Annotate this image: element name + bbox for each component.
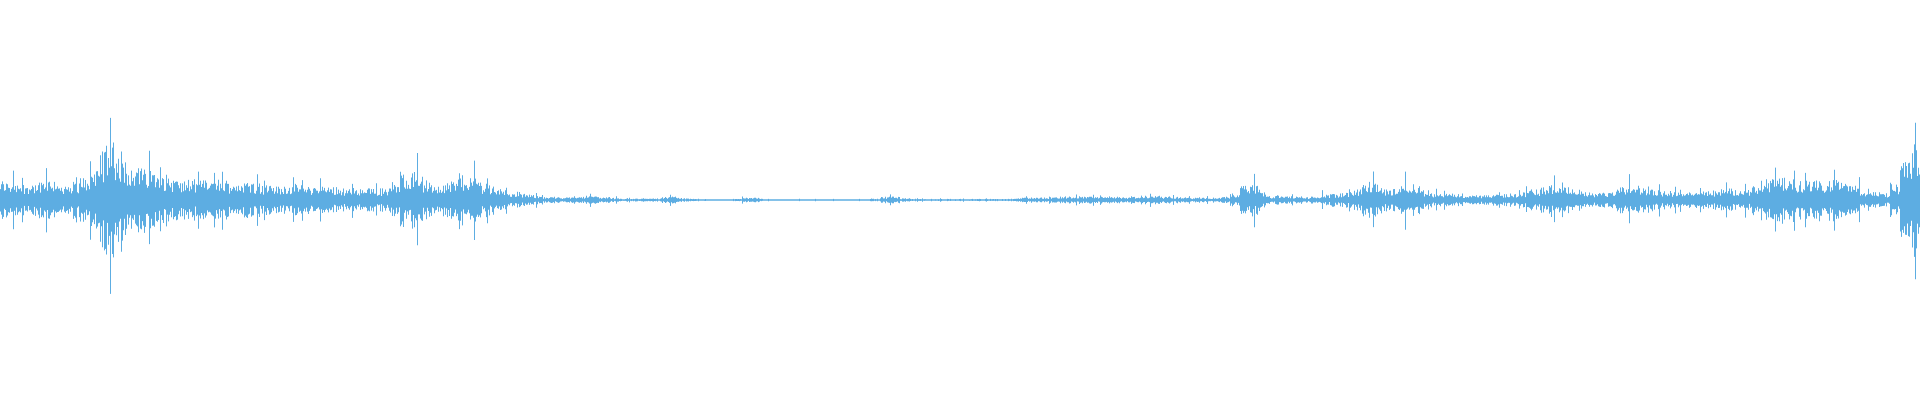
waveform-segment <box>140 150 160 245</box>
waveform-segment <box>1900 122 1920 280</box>
waveform-segment <box>100 117 120 294</box>
waveform-segment <box>1740 183 1760 218</box>
waveform-segment <box>220 171 240 230</box>
waveform-segment <box>500 187 520 214</box>
waveform-segment <box>1620 174 1640 224</box>
waveform-segment <box>340 183 360 218</box>
waveform-segment <box>360 183 380 216</box>
waveform-segment <box>420 176 440 221</box>
waveform-segment <box>1780 170 1800 231</box>
waveform-segment <box>380 182 400 217</box>
waveform-segment <box>1500 190 1520 209</box>
waveform-segment <box>440 173 460 230</box>
waveform-segment <box>400 153 420 246</box>
waveform-segment <box>1520 186 1540 212</box>
waveform-segment <box>1380 188 1400 214</box>
waveform <box>0 117 1920 294</box>
waveform-segment <box>1400 171 1420 230</box>
waveform-segment <box>1360 171 1380 228</box>
waveform-segment <box>1540 175 1560 223</box>
waveform-segment <box>1680 189 1700 212</box>
waveform-segment <box>160 167 180 232</box>
waveform-segment <box>1240 173 1260 228</box>
waveform-segment <box>120 151 140 252</box>
waveform-segment <box>480 178 500 224</box>
